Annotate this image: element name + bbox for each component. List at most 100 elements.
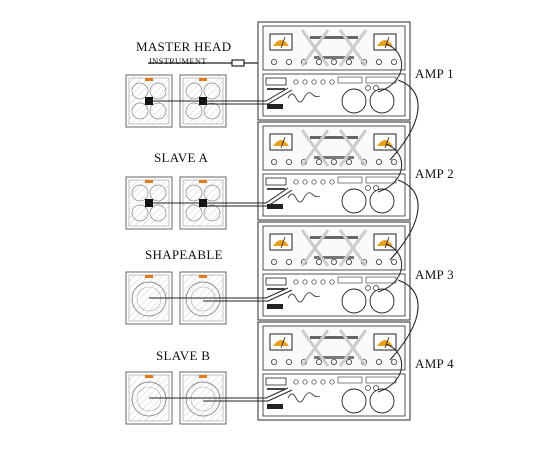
- rear-label: [267, 304, 283, 309]
- speaker-cable: [203, 189, 293, 207]
- vu-meter-dial: [377, 140, 393, 146]
- speaker-jack: [365, 185, 371, 191]
- rear-text: [267, 188, 285, 190]
- jack: [329, 179, 335, 185]
- speaker-cone: [149, 204, 167, 222]
- rear-text: [267, 88, 285, 90]
- head-knob: [315, 158, 322, 165]
- rear-text: [267, 388, 285, 390]
- cabinet-badge: [145, 78, 153, 81]
- vu-meter-needle: [280, 236, 286, 249]
- head-knob: [270, 258, 277, 265]
- speaker-cone: [203, 82, 221, 100]
- signature-art: [287, 92, 321, 103]
- speaker-cable: [149, 187, 289, 204]
- brand-wordmark-2: [314, 156, 354, 159]
- cabinet-badge: [199, 180, 207, 183]
- jack: [293, 179, 299, 185]
- speaker-cone: [131, 184, 149, 202]
- label-amp-3: AMP 3: [415, 267, 454, 282]
- head-knob: [345, 158, 352, 165]
- label-amp-4: AMP 4: [415, 356, 454, 371]
- rear-label: [267, 104, 283, 109]
- cabinet-badge: [145, 275, 153, 278]
- vu-meter-needle: [384, 36, 390, 49]
- speaker-jack: [365, 285, 371, 291]
- vu-meter-needle: [280, 336, 286, 349]
- speaker-jack: [373, 185, 379, 191]
- brand-badge: [265, 277, 287, 286]
- link-block: [337, 276, 363, 284]
- head-loop-cable: [377, 43, 402, 93]
- amp-link-cable: [389, 279, 419, 361]
- speaker-cone: [149, 184, 167, 202]
- cabinet-badge: [199, 275, 207, 278]
- cooling-fan: [341, 388, 367, 414]
- vu-meter-needle: [280, 36, 286, 49]
- vu-meter-dial: [273, 40, 289, 46]
- jack: [329, 279, 335, 285]
- amp-unit-4: [257, 321, 411, 421]
- speaker-cable: [203, 389, 293, 402]
- head-knob: [270, 59, 277, 66]
- jack: [320, 279, 326, 285]
- head-knob: [285, 258, 292, 265]
- speaker-cone-inner: [190, 286, 216, 312]
- speaker-cable: [149, 387, 289, 399]
- head-knob: [285, 158, 292, 165]
- jack: [320, 179, 326, 185]
- rear-label: [267, 204, 283, 209]
- speaker-jack: [373, 85, 379, 91]
- amp-stack: [257, 21, 411, 421]
- rear-label: [267, 404, 283, 409]
- head-knob: [315, 358, 322, 365]
- vu-meter-dial: [377, 340, 393, 346]
- speaker-cone: [131, 102, 149, 120]
- signature-art: [287, 392, 321, 403]
- jack: [311, 79, 317, 85]
- brand-wordmark: [310, 36, 358, 39]
- cabinet-badge: [199, 78, 207, 81]
- head-loop-cable: [377, 243, 402, 293]
- amp-link-cable: [389, 179, 419, 261]
- speaker-cone: [131, 82, 149, 100]
- cooling-fan: [369, 88, 395, 114]
- speaker-cone: [131, 281, 167, 317]
- head-knob: [330, 158, 337, 165]
- amp-unit-1: [257, 21, 411, 121]
- speaker-cable: [149, 287, 289, 299]
- panel-artwork: [300, 29, 368, 67]
- head-knob: [330, 59, 337, 66]
- cabinet-badge: [199, 375, 207, 378]
- cooling-fan: [341, 288, 367, 314]
- head-knob: [375, 358, 382, 365]
- head-loop-cable: [377, 343, 402, 393]
- speaker-cone: [185, 281, 221, 317]
- vu-meter-needle: [384, 336, 390, 349]
- jack: [320, 379, 326, 385]
- speaker-jack: [365, 85, 371, 91]
- head-knob: [390, 358, 397, 365]
- vu-meter-dial: [273, 240, 289, 246]
- cooling-fan: [369, 388, 395, 414]
- link-block: [337, 176, 363, 184]
- label-amp-2: AMP 2: [415, 166, 454, 181]
- speaker-cone: [185, 204, 203, 222]
- jack: [293, 79, 299, 85]
- label-slave-a: SLAVE A: [154, 150, 209, 165]
- speaker-cone: [185, 184, 203, 202]
- head-knob: [330, 258, 337, 265]
- speaker-cone-inner: [190, 386, 216, 412]
- head-knob: [285, 358, 292, 365]
- link-block-2: [365, 376, 397, 384]
- speaker-cone: [131, 381, 167, 417]
- vu-meter-dial: [273, 340, 289, 346]
- speaker-cone: [203, 184, 221, 202]
- speaker-cable: [203, 89, 293, 105]
- head-loop-cable: [377, 143, 402, 193]
- head-knob: [270, 358, 277, 365]
- rear-text: [267, 288, 285, 290]
- head-knob: [390, 59, 397, 66]
- cabinet-badge: [145, 375, 153, 378]
